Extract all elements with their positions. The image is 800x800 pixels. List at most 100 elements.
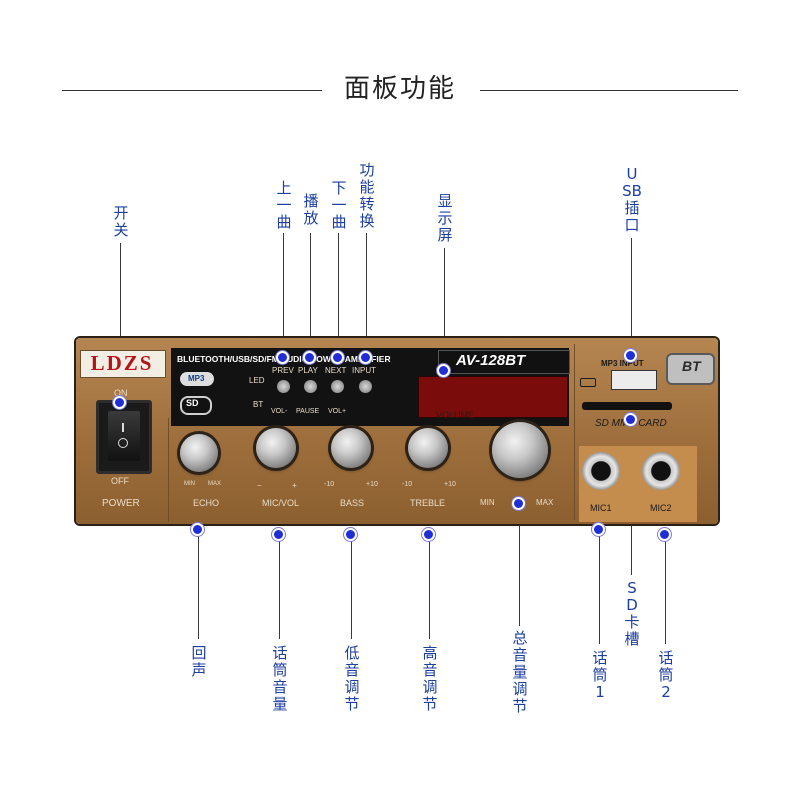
input-label: INPUT	[352, 366, 376, 375]
divider-power	[168, 418, 169, 522]
marker-sd	[624, 413, 637, 426]
marker-power	[113, 396, 126, 409]
callout-master-volume: 总音量调节	[512, 629, 528, 715]
echo-min-label: MIN	[184, 481, 195, 487]
callout-bass: 低音调节	[344, 644, 360, 713]
bass-knob[interactable]	[331, 428, 371, 468]
master-volume-knob[interactable]	[492, 422, 548, 478]
marker-mic2	[658, 528, 671, 541]
usb-port[interactable]	[611, 370, 657, 390]
bt-label: BT	[253, 400, 264, 409]
callout-prev-track: 上一曲	[276, 179, 292, 231]
bt-logo: BT	[682, 358, 701, 374]
switch-o-mark	[118, 438, 128, 448]
volume-label: VOLUME	[436, 410, 475, 420]
brand-badge	[80, 350, 166, 378]
callout-play: 播放	[303, 192, 319, 227]
mic-volume-label: MIC/VOL	[262, 498, 300, 508]
callout-mode-switch: 功能转换	[359, 161, 375, 230]
leader-echo	[198, 527, 199, 639]
marker-display	[437, 364, 450, 377]
mic1-label: MIC1	[590, 503, 612, 513]
echo-max-label: MAX	[208, 481, 222, 487]
mic2-jack[interactable]	[642, 452, 680, 490]
mic2-label: MIC2	[650, 503, 672, 513]
led-display	[418, 376, 568, 418]
volume-max-label: MAX	[536, 498, 554, 507]
leader-treble	[429, 532, 430, 639]
play-label: PLAY	[298, 366, 318, 375]
next-label: NEXT	[325, 366, 347, 375]
brand-logo: LDZS	[90, 351, 154, 375]
echo-knob[interactable]	[180, 434, 218, 472]
marker-play	[303, 351, 316, 364]
title-rule-right	[480, 90, 738, 91]
pause-label: PAUSE	[296, 408, 320, 415]
sd-card-slot[interactable]	[582, 402, 672, 410]
mic-volume-knob[interactable]	[256, 428, 296, 468]
leader-bass	[351, 532, 352, 639]
callout-mic-volume: 话筒音量	[272, 644, 288, 713]
treble-max-label: +10	[444, 481, 456, 488]
marker-mic1	[592, 523, 605, 536]
leader-mic1	[599, 527, 600, 644]
switch-i-mark	[122, 423, 124, 432]
marker-micvol	[272, 528, 285, 541]
led-label: LED	[249, 376, 265, 385]
callout-echo: 回声	[191, 644, 207, 679]
callout-mic1: 话筒1	[592, 649, 608, 701]
marker-next	[331, 351, 344, 364]
callout-treble: 高音调节	[422, 644, 438, 713]
title-rule-left	[62, 90, 322, 91]
marker-treble	[422, 528, 435, 541]
callout-display: 显示屏	[437, 192, 453, 244]
marker-bass	[344, 528, 357, 541]
leader-next	[338, 233, 339, 355]
treble-min-label: -10	[402, 481, 413, 488]
power-on-label: ON	[114, 388, 128, 398]
leader-micvol	[279, 532, 280, 639]
mic1-jack[interactable]	[582, 452, 620, 490]
usb-icon	[580, 378, 596, 387]
leader-usb	[631, 238, 632, 353]
vol-minus-label: VOL-	[271, 408, 288, 415]
callout-usb-port: USB插口	[622, 165, 642, 234]
bass-max-label: +10	[366, 481, 378, 488]
sd-badge: SD	[186, 398, 199, 408]
mp3-input-label: MP3 INPUT	[601, 359, 644, 368]
leader-master	[519, 503, 520, 626]
marker-echo	[191, 523, 204, 536]
amplifier-panel: LDZS ON OFF POWER BLUETOOTH/USB/SD/FM AU…	[76, 338, 718, 524]
marker-master	[512, 497, 525, 510]
micvol-plus-label: +	[292, 481, 297, 490]
model-name: AV-128BT	[456, 352, 526, 369]
marker-prev	[276, 351, 289, 364]
marker-mode	[359, 351, 372, 364]
bluetooth-icon	[666, 353, 715, 385]
mp3-badge-bg	[180, 372, 214, 386]
power-switch-icon[interactable]	[96, 400, 152, 474]
divider-inputs	[574, 344, 575, 520]
callout-power-switch: 开关	[113, 204, 129, 239]
callout-mic2: 话筒2	[658, 649, 674, 701]
vol-plus-label: VOL+	[328, 408, 347, 415]
prev-button[interactable]	[277, 380, 290, 393]
treble-label: TREBLE	[410, 498, 446, 508]
leader-prev	[283, 233, 284, 355]
power-label: POWER	[102, 498, 140, 509]
power-off-label: OFF	[111, 476, 129, 486]
switch-rocker	[108, 411, 140, 461]
treble-knob[interactable]	[408, 428, 448, 468]
callout-sd-slot: SD卡槽	[624, 579, 640, 648]
echo-label: ECHO	[193, 498, 220, 508]
next-button[interactable]	[331, 380, 344, 393]
bass-min-label: -10	[324, 481, 335, 488]
leader-power	[120, 243, 121, 400]
mp3-badge: MP3	[188, 374, 205, 383]
callout-next-track: 下一曲	[331, 179, 347, 231]
page-title: 面板功能	[343, 74, 456, 104]
sd-card-icon	[180, 396, 212, 415]
model-box	[438, 350, 570, 374]
play-button[interactable]	[304, 380, 317, 393]
input-button[interactable]	[359, 380, 372, 393]
